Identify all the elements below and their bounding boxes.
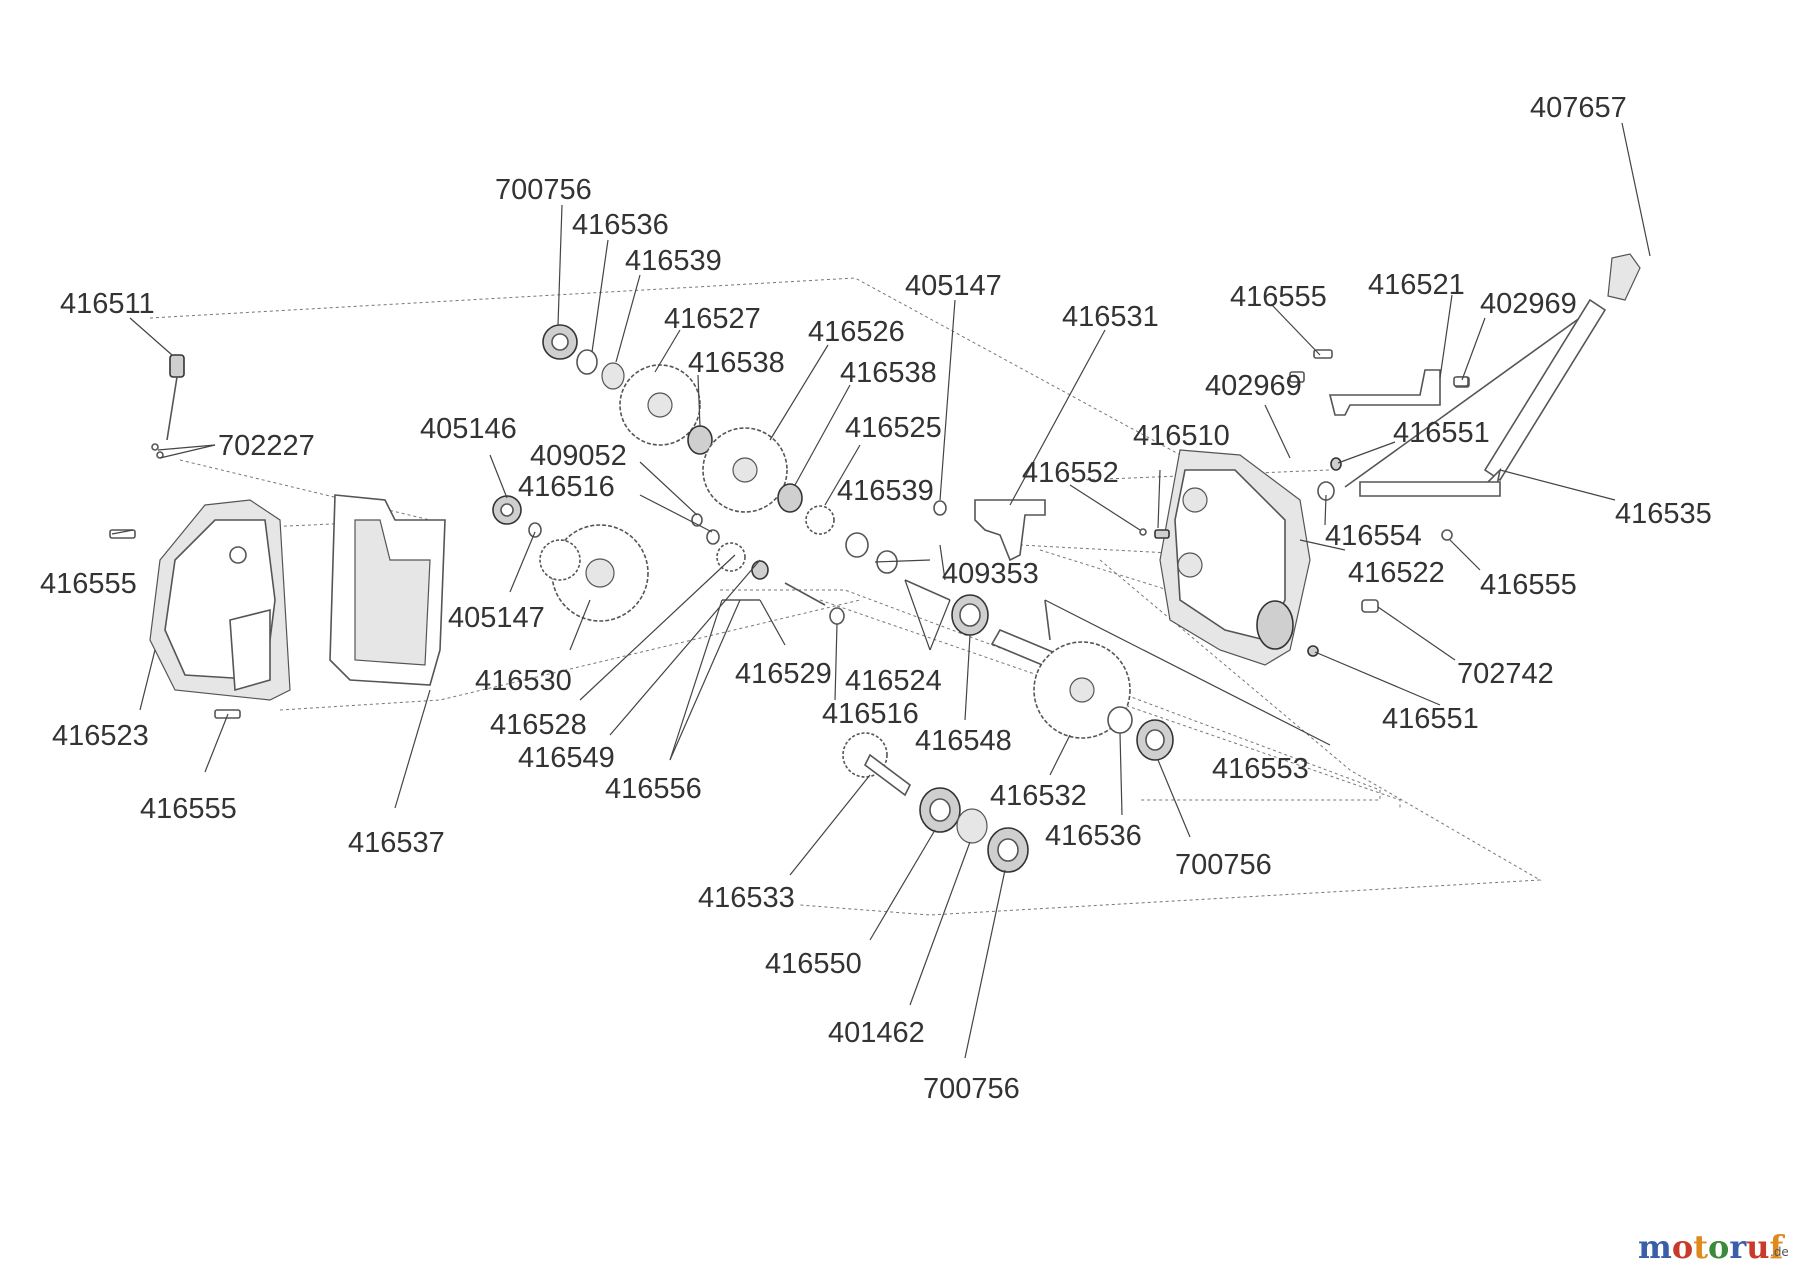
part-label: 416538: [688, 347, 785, 379]
logo-letter: m: [1638, 1228, 1672, 1266]
gearbox-housing-right: [1159, 449, 1311, 666]
part-label: 416536: [572, 209, 669, 241]
logo-letter: o: [1708, 1228, 1729, 1266]
part-label: 416511: [60, 288, 155, 320]
part-label: 416530: [475, 665, 572, 697]
part-label: 401462: [828, 1017, 925, 1049]
part-label: 407657: [1530, 92, 1627, 124]
part-label: 702742: [1457, 658, 1554, 690]
logo-letter: r: [1729, 1228, 1747, 1266]
part-label: 416532: [990, 780, 1087, 812]
logo-letter: o: [1672, 1228, 1693, 1266]
part-label: 416550: [765, 948, 862, 980]
part-label: 416555: [140, 793, 237, 825]
part-label: 416549: [518, 742, 615, 774]
part-label: 416535: [1615, 498, 1712, 530]
part-label: 416524: [845, 665, 942, 697]
logo-letter: t: [1693, 1228, 1708, 1266]
part-label: 405147: [905, 270, 1002, 302]
part-label: 409052: [530, 440, 627, 472]
part-label: 700756: [495, 174, 592, 206]
part-label: 405146: [420, 413, 517, 445]
part-label: 416552: [1022, 457, 1119, 489]
part-label: 416526: [808, 316, 905, 348]
bracket: [1328, 369, 1441, 416]
part-label: 702227: [218, 430, 315, 462]
part-label: 700756: [1175, 849, 1272, 881]
part-label: 416529: [735, 658, 832, 690]
dipstick: [166, 354, 185, 441]
part-label: 416555: [40, 568, 137, 600]
part-label: 416528: [490, 709, 587, 741]
part-label: 416537: [348, 827, 445, 859]
part-label: 402969: [1205, 370, 1302, 402]
part-label: 416539: [625, 245, 722, 277]
part-label: 700756: [923, 1073, 1020, 1105]
part-label: 416522: [1348, 557, 1445, 589]
part-label: 405147: [448, 602, 545, 634]
part-label: 416516: [518, 471, 615, 503]
gearbox-cover-left: [149, 499, 291, 701]
part-label: 416556: [605, 773, 702, 805]
gear-train: [109, 324, 1470, 873]
part-label: 416555: [1230, 281, 1327, 313]
part-label: 402969: [1480, 288, 1577, 320]
part-label: 416548: [915, 725, 1012, 757]
part-label: 416510: [1133, 420, 1230, 452]
svg-text:motoruf: motoruf: [1638, 1228, 1785, 1266]
part-label: 416523: [52, 720, 149, 752]
logo-letter: f: [1769, 1228, 1785, 1266]
part-label: 416527: [664, 303, 761, 335]
part-label: 416551: [1382, 703, 1479, 735]
part-label: 416538: [840, 357, 937, 389]
part-label: 416531: [1062, 301, 1159, 333]
part-label: 416516: [822, 698, 919, 730]
shift-lever: [1344, 253, 1641, 497]
part-label: 416536: [1045, 820, 1142, 852]
shift-fork: [974, 499, 1046, 562]
part-label: 416521: [1368, 269, 1465, 301]
part-label: 416525: [845, 412, 942, 444]
part-label: 416553: [1212, 753, 1309, 785]
leader-lines: [111, 122, 1651, 1059]
logo-domain-suffix: .de: [1770, 1245, 1789, 1259]
part-label: 416539: [837, 475, 934, 507]
part-label: 416555: [1480, 569, 1577, 601]
gasket: [329, 494, 446, 686]
part-labels: 407657 700756 416536 416539 416511 70222…: [40, 92, 1712, 1105]
part-label: 416551: [1393, 417, 1490, 449]
logo-letter: u: [1746, 1228, 1769, 1266]
motoruf-logo: motoruf .de: [1638, 1228, 1789, 1266]
part-label: 409353: [942, 558, 1039, 590]
part-label: 416533: [698, 882, 795, 914]
part-label: 416554: [1325, 520, 1422, 552]
